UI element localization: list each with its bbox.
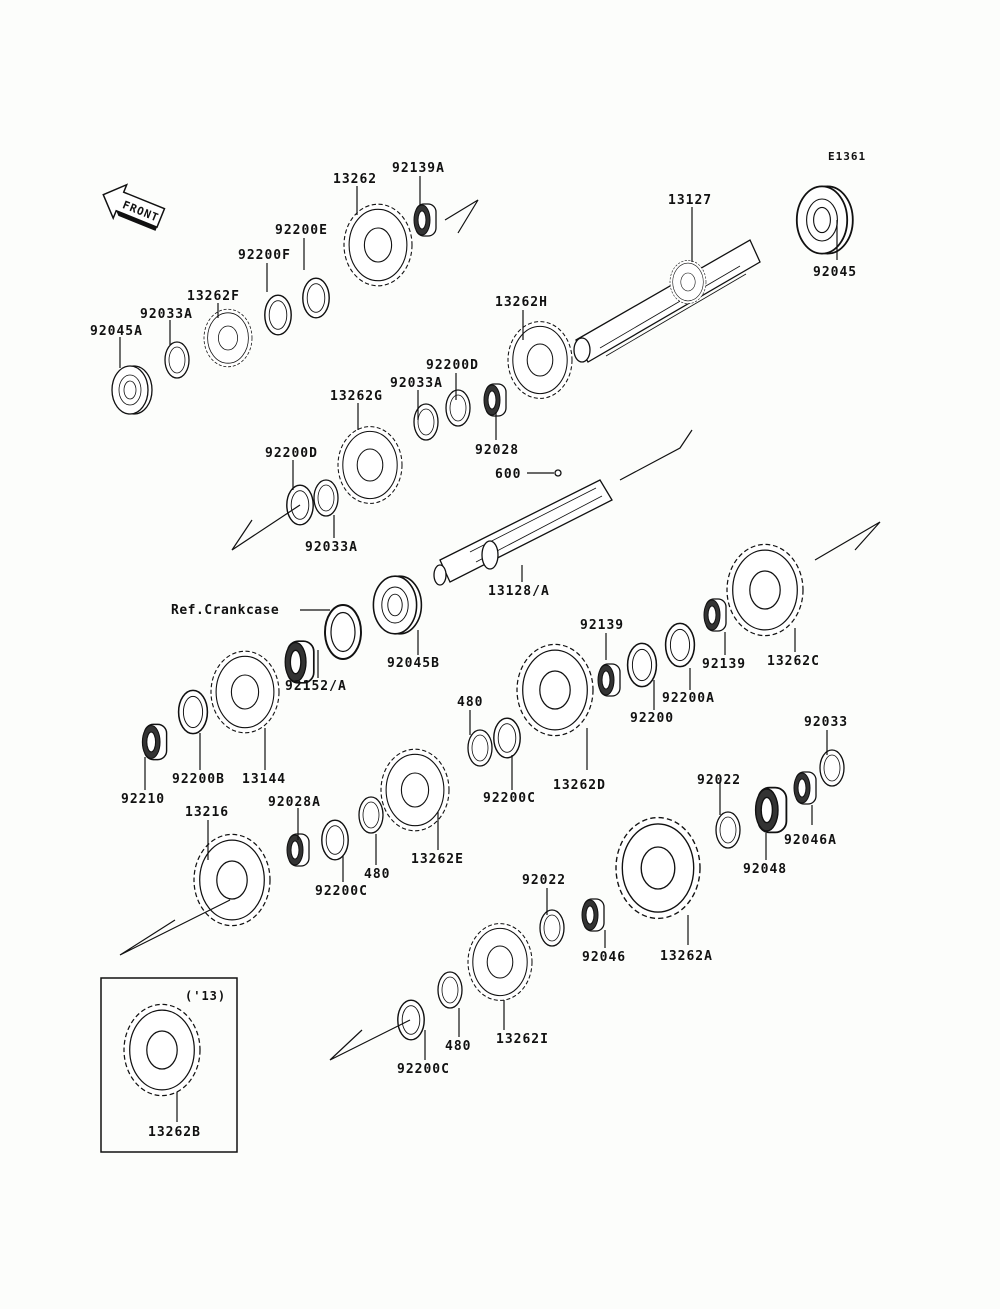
gear-13262A xyxy=(615,816,701,920)
shaft-13127 xyxy=(573,239,761,363)
oil-hole-marker xyxy=(554,469,562,477)
label-92033[interactable]: 92033 xyxy=(804,715,848,730)
needle-bearing-92046 xyxy=(581,898,605,932)
label-92045A[interactable]: 92045A xyxy=(90,324,143,339)
washer-92022-2 xyxy=(539,909,565,947)
washer-92022-1 xyxy=(715,811,741,849)
bearing-92045A xyxy=(111,365,153,415)
washer-92200C-2 xyxy=(321,819,349,861)
label-92139-1[interactable]: 92139 xyxy=(580,618,624,633)
label-92139A[interactable]: 92139A xyxy=(392,161,445,176)
label-92200D-1[interactable]: 92200D xyxy=(426,358,479,373)
washer-92200 xyxy=(626,642,658,688)
circlip-480-2 xyxy=(358,796,384,834)
label-92200[interactable]: 92200 xyxy=(630,711,674,726)
needle-bearing-92139-1 xyxy=(597,663,621,697)
circlip-92033 xyxy=(819,749,845,787)
inset-box xyxy=(100,977,238,1153)
label-13262F[interactable]: 13262F xyxy=(187,289,240,304)
label-92046[interactable]: 92046 xyxy=(582,950,626,965)
label-13262A[interactable]: 13262A xyxy=(660,949,713,964)
washer-92200C-3 xyxy=(397,999,425,1041)
label-13262E[interactable]: 13262E xyxy=(411,852,464,867)
label-92028A[interactable]: 92028A xyxy=(268,795,321,810)
label-92033A-1[interactable]: 92033A xyxy=(140,307,193,322)
gear-13262D xyxy=(516,643,594,737)
label-92200D-2[interactable]: 92200D xyxy=(265,446,318,461)
collar-92048 xyxy=(754,786,788,834)
label-13216[interactable]: 13216 xyxy=(185,805,229,820)
label-13262C[interactable]: 13262C xyxy=(767,654,820,669)
label-92045[interactable]: 92045 xyxy=(813,265,857,280)
part-labels: 92139A 13262 92200E 92200F 13262F 92033A… xyxy=(90,161,857,1140)
circlip-480-3 xyxy=(437,971,463,1009)
label-92022-2[interactable]: 92022 xyxy=(522,873,566,888)
label-600[interactable]: 600 xyxy=(495,467,521,482)
label-13262B[interactable]: 13262B xyxy=(148,1125,201,1140)
gear-13262H xyxy=(507,321,573,399)
sprocket-13144 xyxy=(210,650,280,734)
label-13262G[interactable]: 13262G xyxy=(330,389,383,404)
gear-13262 xyxy=(343,203,413,287)
leader-lines xyxy=(119,176,838,1122)
washer-92200C-1 xyxy=(493,717,521,759)
front-arrow-icon: FRONT xyxy=(102,183,166,231)
label-92200E[interactable]: 92200E xyxy=(275,223,328,238)
bearing-92045 xyxy=(795,185,854,255)
label-13128A[interactable]: 13128/A xyxy=(488,584,550,599)
oil-seal-crankcase xyxy=(324,604,362,660)
needle-bearing-92139A xyxy=(413,203,437,237)
label-92200A[interactable]: 92200A xyxy=(662,691,715,706)
label-92200C-2[interactable]: 92200C xyxy=(315,884,368,899)
label-92200F[interactable]: 92200F xyxy=(238,248,291,263)
label-13262D[interactable]: 13262D xyxy=(553,778,606,793)
label-13144[interactable]: 13144 xyxy=(242,772,286,787)
gear-13262I xyxy=(467,923,533,1001)
label-92046A[interactable]: 92046A xyxy=(784,833,837,848)
gear-13262G xyxy=(337,426,403,504)
label-92045B[interactable]: 92045B xyxy=(387,656,440,671)
label-92048[interactable]: 92048 xyxy=(743,862,787,877)
label-13127[interactable]: 13127 xyxy=(668,193,712,208)
washer-92200D-1 xyxy=(445,389,471,427)
needle-bearing-92046A xyxy=(793,771,817,805)
label-92200C-3[interactable]: 92200C xyxy=(397,1062,450,1077)
label-13262[interactable]: 13262 xyxy=(333,172,377,187)
label-92200C-1[interactable]: 92200C xyxy=(483,791,536,806)
circlip-92033A-1 xyxy=(164,341,190,379)
label-480-2[interactable]: 480 xyxy=(364,867,390,882)
label-92028[interactable]: 92028 xyxy=(475,443,519,458)
bushing-92028 xyxy=(483,383,507,417)
washer-92200E xyxy=(302,277,330,319)
inset-year-note: ('13) xyxy=(185,989,226,1003)
nut-92210 xyxy=(141,723,168,761)
collar-92152A xyxy=(284,640,315,684)
label-92200B[interactable]: 92200B xyxy=(172,772,225,787)
gear-13262B xyxy=(123,1003,201,1097)
label-92210[interactable]: 92210 xyxy=(121,792,165,807)
shaft-13128A xyxy=(433,479,613,586)
gear-13262F xyxy=(203,308,253,368)
gear-13262C xyxy=(726,543,804,637)
circlip-480-1 xyxy=(467,729,493,767)
label-92033A-3[interactable]: 92033A xyxy=(305,540,358,555)
label-92033A-2[interactable]: 92033A xyxy=(390,376,443,391)
label-480-1[interactable]: 480 xyxy=(457,695,483,710)
label-13262H[interactable]: 13262H xyxy=(495,295,548,310)
label-480-3[interactable]: 480 xyxy=(445,1039,471,1054)
diagram-code: E1361 xyxy=(828,150,866,163)
label-ref-crankcase[interactable]: Ref.Crankcase xyxy=(171,603,279,618)
gear-13262E xyxy=(380,748,450,832)
label-13262I[interactable]: 13262I xyxy=(496,1032,549,1047)
washer-92200B xyxy=(177,689,209,735)
label-92152A[interactable]: 92152/A xyxy=(285,679,347,694)
washer-92200F xyxy=(264,294,292,336)
needle-bearing-92139-2 xyxy=(703,598,727,632)
circlip-92033A-3 xyxy=(313,479,339,517)
washer-92200A xyxy=(664,622,696,668)
bearing-92045B xyxy=(372,575,423,635)
label-92139-2[interactable]: 92139 xyxy=(702,657,746,672)
label-92022-1[interactable]: 92022 xyxy=(697,773,741,788)
